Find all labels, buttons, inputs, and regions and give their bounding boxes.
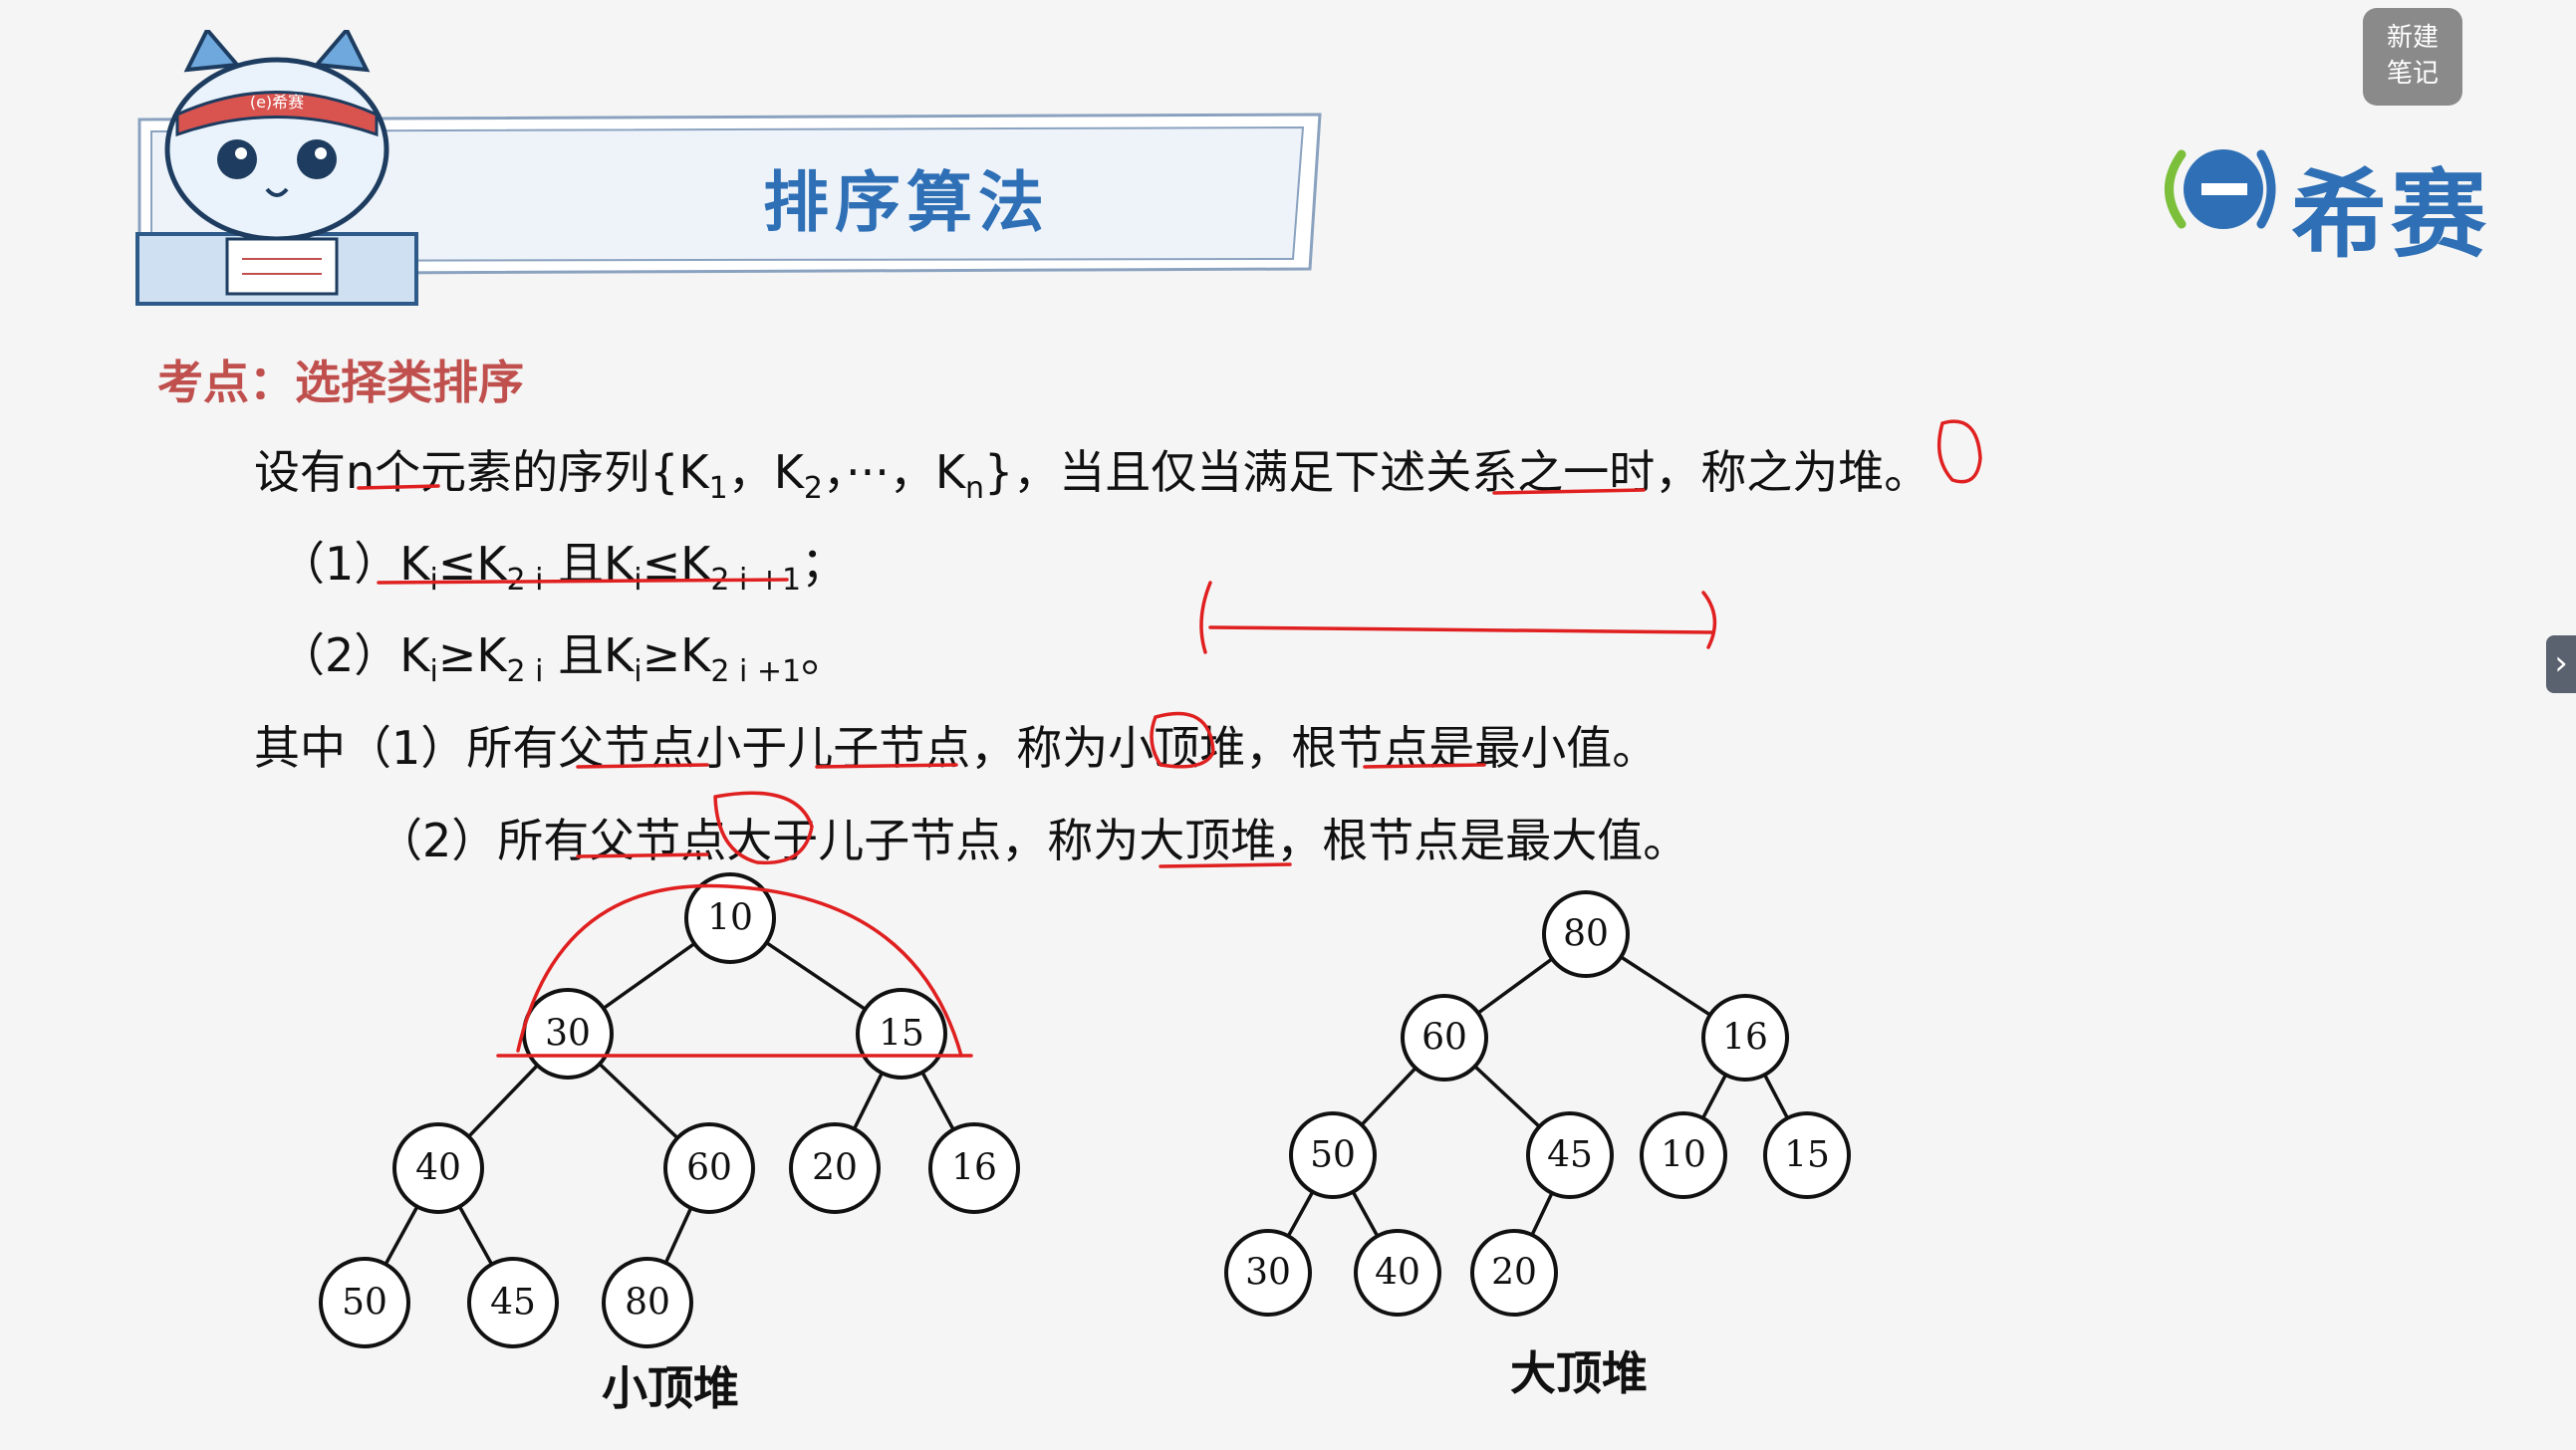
- heap-node: 80: [602, 1257, 693, 1348]
- node-value: 60: [1421, 1018, 1467, 1059]
- node-value: 16: [1722, 1018, 1768, 1059]
- mascot-cat-illustration: (e)希赛: [135, 30, 418, 306]
- heap-node: 15: [856, 988, 947, 1080]
- node-circle: [319, 1257, 410, 1348]
- heap-node: 40: [392, 1122, 484, 1214]
- node-circle: [467, 1257, 559, 1348]
- side-panel-toggle[interactable]: ›: [2546, 635, 2576, 693]
- pen-annotations: [357, 419, 1982, 1058]
- node-circle: [928, 1122, 1020, 1214]
- heap-node: 80: [1542, 890, 1630, 978]
- heap-node: 60: [663, 1122, 755, 1214]
- heap-node: 30: [522, 988, 614, 1080]
- node-value: 15: [879, 1014, 924, 1055]
- mascot-badge: (e)希赛: [250, 93, 304, 112]
- node-value: 30: [545, 1014, 591, 1055]
- node-circle: [1401, 994, 1488, 1082]
- annotation-underline: [576, 763, 1486, 769]
- heap-node: 45: [467, 1257, 559, 1348]
- node-circle: [1763, 1111, 1851, 1199]
- node-value: 10: [1661, 1135, 1706, 1176]
- node-circle: [392, 1122, 484, 1214]
- node-value: 50: [342, 1283, 387, 1324]
- annotation-circle: [713, 791, 814, 865]
- topic-heading: 考点：选择类排序: [157, 356, 524, 409]
- brand-logo: 希赛: [2152, 129, 2510, 271]
- heap-node: 15: [1763, 1111, 1851, 1199]
- annotation-underline: [357, 484, 440, 490]
- node-value: 10: [707, 898, 753, 939]
- node-value: 40: [415, 1148, 461, 1189]
- explanation-max-heap: （2）所有父节点大于儿子节点，称为大顶堆，根节点是最大值。: [377, 814, 1689, 867]
- annotation-arrow: [1199, 581, 1717, 654]
- heap-node: 10: [684, 872, 776, 964]
- node-circle: [663, 1122, 755, 1214]
- node-circle: [684, 872, 776, 964]
- condition-2: （2）Ki≥K2 i 且Ki≥K2 i +1。: [279, 628, 848, 690]
- chevron-right-icon: ›: [2554, 643, 2568, 683]
- node-value: 80: [625, 1283, 670, 1324]
- node-circle: [1224, 1229, 1312, 1317]
- annotation-underline: [576, 852, 1292, 868]
- node-circle: [1470, 1229, 1558, 1317]
- heap-definition: 设有n个元素的序列{K1，K2，···，Kn}，当且仅当满足下述关系之一时，称之…: [254, 445, 1931, 507]
- node-circle: [1542, 890, 1630, 978]
- node-circle: [602, 1257, 693, 1348]
- node-value: 16: [951, 1148, 997, 1189]
- heap-node: 40: [1354, 1229, 1441, 1317]
- node-circle: [1289, 1111, 1377, 1199]
- heap-node: 16: [1701, 994, 1789, 1082]
- annotation-circle: [1150, 711, 1215, 769]
- node-circle: [1526, 1111, 1614, 1199]
- page-title: 排序算法: [763, 164, 1050, 241]
- logo-e-icon: [2165, 149, 2276, 229]
- heap-node: 45: [1526, 1111, 1614, 1199]
- new-note-label-1: 新建: [2386, 23, 2439, 53]
- heap-node: 20: [1470, 1229, 1558, 1317]
- heap-node: 20: [789, 1122, 881, 1214]
- node-value: 45: [1547, 1135, 1593, 1176]
- heap-node: 50: [319, 1257, 410, 1348]
- annotation-circle: [1936, 419, 1982, 484]
- heap-node: 30: [1224, 1229, 1312, 1317]
- logo-text: 希赛: [2291, 159, 2490, 271]
- node-value: 30: [1245, 1253, 1291, 1294]
- node-value: 80: [1563, 914, 1609, 955]
- annotation-underline: [377, 578, 789, 585]
- node-value: 45: [490, 1283, 536, 1324]
- annotation-arc: [516, 883, 963, 1058]
- annotation-underline: [1492, 488, 1646, 495]
- new-note-button[interactable]: 新建 笔记: [2363, 8, 2462, 106]
- node-circle: [1354, 1229, 1441, 1317]
- title-banner: [137, 113, 1322, 276]
- node-circle: [789, 1122, 881, 1214]
- node-value: 40: [1375, 1253, 1420, 1294]
- heap-node: 60: [1401, 994, 1488, 1082]
- node-value: 20: [1491, 1253, 1537, 1294]
- node-circle: [1701, 994, 1789, 1082]
- caption-max-heap: 大顶堆: [1510, 1346, 1648, 1400]
- heap-node: 50: [1289, 1111, 1377, 1199]
- heap-node: 10: [1640, 1111, 1727, 1199]
- node-value: 15: [1784, 1135, 1830, 1176]
- node-value: 60: [686, 1148, 732, 1189]
- new-note-label-2: 笔记: [2386, 59, 2439, 89]
- node-value: 20: [812, 1148, 858, 1189]
- node-value: 50: [1310, 1135, 1356, 1176]
- caption-min-heap: 小顶堆: [602, 1361, 739, 1415]
- node-circle: [1640, 1111, 1727, 1199]
- heap-node: 16: [928, 1122, 1020, 1214]
